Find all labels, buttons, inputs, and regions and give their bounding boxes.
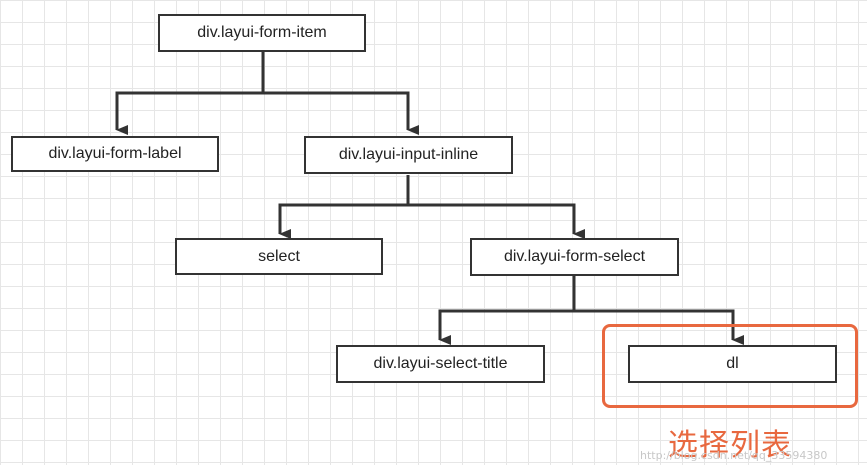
caption-select-list: 选择列表 — [668, 428, 792, 463]
node-select-title: div.layui-select-title — [336, 345, 545, 383]
dl-highlight-box — [602, 324, 858, 408]
edge-form-select-to-dl — [574, 309, 744, 345]
node-form-item: div.layui-form-item — [158, 14, 366, 52]
edge-form-item-to-input-inline — [263, 91, 419, 135]
watermark-text: http://blog.csdn.net/qq_33594380 — [640, 449, 828, 462]
node-form-label: div.layui-form-label — [11, 136, 219, 172]
edge-form-select-to-title — [438, 276, 576, 345]
edge-input-inline-to-select — [278, 175, 410, 239]
edge-form-item-to-label — [115, 52, 265, 135]
node-dl: dl — [628, 345, 837, 383]
edge-input-inline-to-form-select — [408, 203, 585, 239]
node-select: select — [175, 238, 383, 275]
node-form-select: div.layui-form-select — [470, 238, 679, 276]
node-input-inline: div.layui-input-inline — [304, 136, 513, 174]
